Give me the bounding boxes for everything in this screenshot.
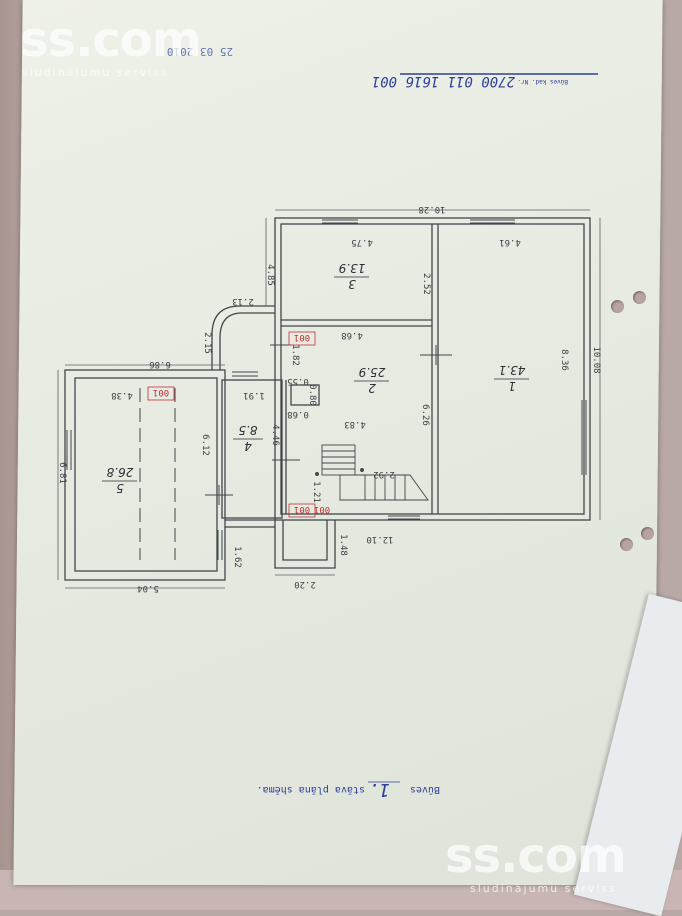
svg-text:2700 011 1616 001: 2700 011 1616 001 bbox=[372, 73, 515, 89]
svg-text:12.10: 12.10 bbox=[366, 534, 393, 544]
svg-text:001: 001 bbox=[314, 504, 330, 514]
svg-text:0.68: 0.68 bbox=[287, 409, 309, 419]
stamp-001: 001 bbox=[314, 504, 330, 514]
svg-text:stāva plāna shēma.: stāva plāna shēma. bbox=[257, 784, 365, 795]
svg-text:4.38: 4.38 bbox=[111, 390, 133, 400]
svg-text:4.75: 4.75 bbox=[351, 237, 373, 247]
svg-text:1.: 1. bbox=[368, 779, 390, 800]
watermark-tagline: sludinājumu serviss bbox=[470, 882, 617, 895]
doors bbox=[205, 344, 452, 505]
watermark-tagline: sludinājumu serviss bbox=[22, 66, 169, 79]
svg-text:2: 2 bbox=[368, 381, 376, 395]
room-1-label: 1 43.1 bbox=[494, 363, 529, 393]
svg-text:Būves: Būves bbox=[410, 784, 440, 795]
stamp-001: 001 bbox=[147, 386, 175, 401]
dashed-lines bbox=[139, 388, 176, 560]
svg-text:8.36: 8.36 bbox=[559, 349, 569, 371]
svg-text:4.85: 4.85 bbox=[265, 264, 275, 286]
svg-text:2.20: 2.20 bbox=[294, 579, 316, 589]
svg-text:10.08: 10.08 bbox=[591, 346, 601, 373]
svg-text:2.92: 2.92 bbox=[373, 469, 395, 479]
svg-text:5.04: 5.04 bbox=[137, 583, 159, 593]
punch-hole bbox=[633, 291, 646, 304]
svg-text:4: 4 bbox=[244, 439, 252, 453]
svg-text:1.48: 1.48 bbox=[338, 534, 348, 556]
watermark-logo: ss.com bbox=[20, 12, 202, 68]
svg-text:4.83: 4.83 bbox=[344, 419, 366, 429]
red-stamps: 001 001 001 001 bbox=[147, 331, 330, 518]
svg-text:6.12: 6.12 bbox=[200, 434, 210, 456]
svg-text:2.52: 2.52 bbox=[421, 273, 431, 295]
dimension-lines bbox=[57, 209, 601, 589]
svg-text:6.86: 6.86 bbox=[149, 359, 171, 369]
punch-hole bbox=[611, 300, 624, 313]
stamp-001: 001 bbox=[288, 503, 316, 518]
punch-hole bbox=[620, 538, 633, 551]
watermark-logo: ss.com bbox=[445, 828, 627, 884]
floor-caption: Būves 1. stāva plāna shēma. bbox=[257, 779, 440, 800]
date-stamp: 25 03 2010 bbox=[167, 45, 233, 58]
svg-text:13.9: 13.9 bbox=[339, 261, 366, 275]
staircase bbox=[315, 444, 429, 501]
svg-text:2.13: 2.13 bbox=[232, 296, 254, 306]
svg-text:Būves kad. Nr.: Būves kad. Nr. bbox=[517, 78, 568, 85]
walls bbox=[64, 217, 591, 581]
svg-text:26.8: 26.8 bbox=[106, 465, 133, 479]
dimension-labels: 10.28 10.08 4.61 8.36 4.75 2.52 4.85 2.1… bbox=[57, 204, 601, 593]
room-labels: 1 43.1 2 25.9 3 13.9 4 8.5 5 26.8 bbox=[102, 261, 529, 495]
svg-text:6.26: 6.26 bbox=[420, 404, 430, 426]
svg-text:10.28: 10.28 bbox=[418, 204, 445, 214]
svg-text:0.55: 0.55 bbox=[287, 376, 309, 386]
svg-text:001: 001 bbox=[294, 332, 310, 342]
svg-text:1.21: 1.21 bbox=[311, 481, 321, 503]
svg-text:1.82: 1.82 bbox=[290, 344, 300, 366]
windows bbox=[66, 219, 587, 560]
svg-text:1.91: 1.91 bbox=[243, 390, 265, 400]
stamp-001: 001 bbox=[288, 331, 316, 346]
svg-text:1.62: 1.62 bbox=[232, 546, 242, 568]
cadastre-header: Būves kad. Nr. 2700 011 1616 001 bbox=[372, 73, 568, 89]
svg-text:25 03 2010: 25 03 2010 bbox=[167, 45, 233, 58]
svg-text:4.61: 4.61 bbox=[499, 237, 521, 247]
svg-text:6.81: 6.81 bbox=[57, 462, 67, 484]
svg-text:43.1: 43.1 bbox=[499, 363, 526, 377]
svg-text:1: 1 bbox=[508, 379, 516, 393]
svg-text:8.5: 8.5 bbox=[238, 423, 257, 437]
svg-text:2.15: 2.15 bbox=[202, 332, 212, 354]
svg-text:001: 001 bbox=[294, 504, 310, 514]
svg-text:4.46: 4.46 bbox=[270, 424, 280, 446]
svg-text:001: 001 bbox=[153, 387, 169, 397]
punch-hole bbox=[641, 527, 654, 540]
room-5-label: 5 26.8 bbox=[102, 465, 137, 495]
svg-text:5: 5 bbox=[116, 481, 124, 495]
room-3-label: 3 13.9 bbox=[334, 261, 369, 291]
room-4-label: 4 8.5 bbox=[233, 423, 263, 453]
svg-text:0.80: 0.80 bbox=[307, 384, 317, 406]
room-2-label: 2 25.9 bbox=[354, 365, 389, 395]
svg-text:3: 3 bbox=[348, 277, 356, 291]
svg-text:4.68: 4.68 bbox=[341, 330, 363, 340]
svg-text:25.9: 25.9 bbox=[359, 365, 386, 379]
